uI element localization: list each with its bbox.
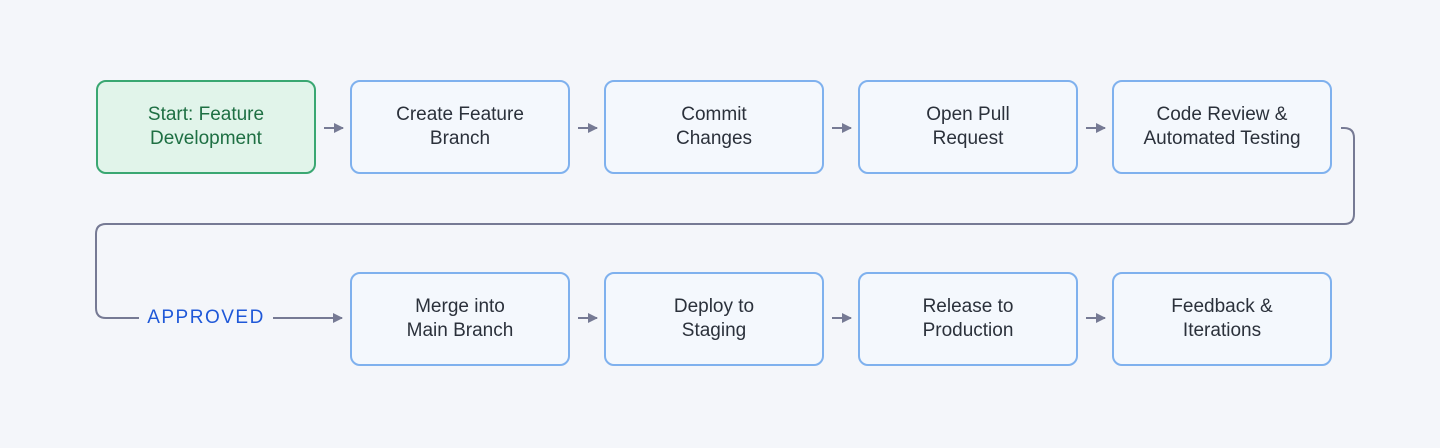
node-open-pull-request: Open Pull Request bbox=[858, 80, 1078, 174]
node-merge-main-branch: Merge into Main Branch bbox=[350, 272, 570, 366]
node-create-feature-branch: Create Feature Branch bbox=[350, 80, 570, 174]
node-label: Release to Production bbox=[922, 296, 1014, 341]
connector-review-to-merge bbox=[95, 127, 1355, 323]
node-label: Commit Changes bbox=[675, 104, 753, 149]
node-start-feature-development: Start: Feature Development bbox=[96, 80, 316, 174]
node-code-review: Code Review & Automated Testing bbox=[1112, 80, 1332, 174]
edge-label-approved: APPROVED bbox=[139, 305, 273, 331]
node-release-production: Release to Production bbox=[858, 272, 1078, 366]
node-label: Create Feature Branch bbox=[396, 104, 524, 149]
node-label: Feedback & Iterations bbox=[1171, 296, 1273, 341]
node-deploy-staging: Deploy to Staging bbox=[604, 272, 824, 366]
node-label: Open Pull Request bbox=[926, 104, 1010, 149]
node-commit-changes: Commit Changes bbox=[604, 80, 824, 174]
node-label: Start: Feature Development bbox=[147, 104, 265, 149]
node-feedback-iterations: Feedback & Iterations bbox=[1112, 272, 1332, 366]
node-label: Merge into Main Branch bbox=[406, 296, 514, 341]
node-label: Deploy to Staging bbox=[673, 296, 755, 341]
node-label: Code Review & Automated Testing bbox=[1143, 104, 1301, 149]
